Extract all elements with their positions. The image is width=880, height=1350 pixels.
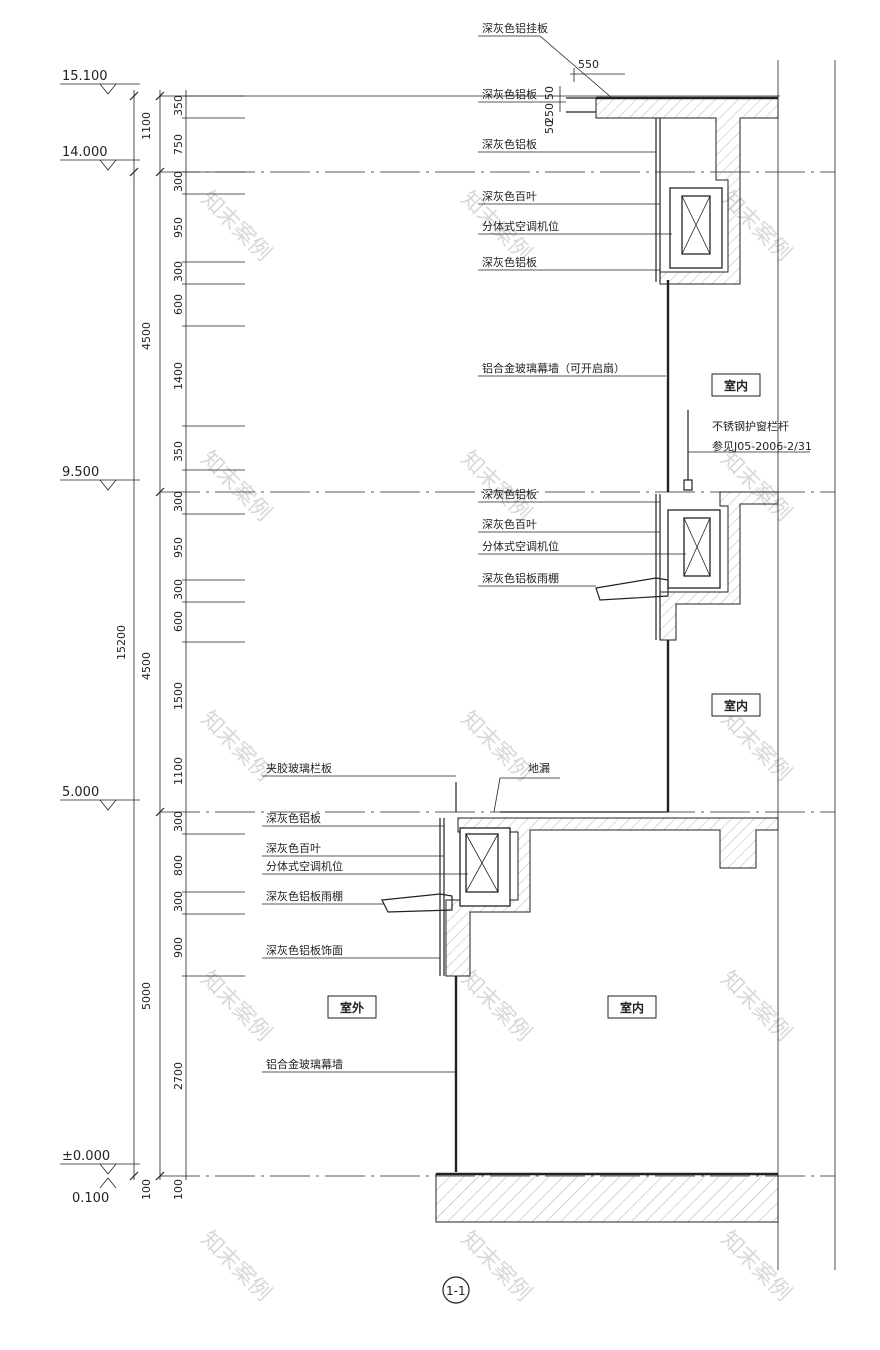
elevation-label: 14.000 <box>62 145 108 160</box>
label-ac: 分体式空调机位 <box>482 539 559 553</box>
ground-slab <box>435 1172 779 1223</box>
room-tags: 室内 室内 室内 室外 <box>327 373 761 1019</box>
label-panel: 深灰色铝板 <box>266 811 321 825</box>
dimension-label: 1100 <box>172 757 185 785</box>
watermark: 知末案例 <box>456 967 536 1047</box>
label-canopy: 深灰色铝板雨棚 <box>266 889 343 903</box>
dimension-label: 4500 <box>140 652 153 680</box>
label-ac: 分体式空调机位 <box>482 219 559 233</box>
room-label-indoor: 室内 <box>724 378 748 393</box>
dimension-label: 300 <box>172 811 185 832</box>
watermark: 知末案例 <box>196 187 276 267</box>
dimension-label: 300 <box>172 261 185 282</box>
label-panel: 深灰色铝板 <box>482 487 537 501</box>
dimension-label: 350 <box>172 441 185 462</box>
dimension-chains: 1100 4500 15200 4500 5000 100 350 750 30… <box>115 90 245 1200</box>
dimension-label: 2700 <box>172 1062 185 1090</box>
label-railing-ref: 参见J05-2006-2/31 <box>712 439 812 453</box>
watermark: 知末案例 <box>716 1227 796 1307</box>
dimension-label: 50 <box>543 120 556 134</box>
label-louver: 深灰色百叶 <box>482 189 537 203</box>
dimension-label: 300 <box>172 171 185 192</box>
dimension-label: 900 <box>172 937 185 958</box>
label-curtain-wall: 铝合金玻璃幕墙（可开启扇） <box>482 361 625 375</box>
dimension-label: 600 <box>172 294 185 315</box>
annotations: 深灰色铝挂板 深灰色铝板 深灰色铝板 深灰色百叶 分体式空调机位 深灰色铝板 铝… <box>266 21 812 1071</box>
elevation-label: ±0.000 <box>62 1149 110 1164</box>
watermark: 知末案例 <box>196 1227 276 1307</box>
watermark: 知末案例 <box>196 707 276 787</box>
dimension-label: 550 <box>578 58 599 71</box>
dimension-label: 1100 <box>140 112 153 140</box>
dimension-label: 950 <box>172 217 185 238</box>
label-panel: 深灰色铝板 <box>482 255 537 269</box>
watermark: 知末案例 <box>716 967 796 1047</box>
ac-units <box>459 187 723 907</box>
watermark: 知末案例 <box>716 707 796 787</box>
label-railing: 不锈钢护窗栏杆 <box>712 419 789 433</box>
facade-lines <box>381 96 778 1172</box>
dimension-label: 1500 <box>172 682 185 710</box>
label-panel: 深灰色铝板 <box>482 137 537 151</box>
room-label-indoor: 室内 <box>724 698 748 713</box>
watermark-layer: 知末案例 知末案例 知末案例 知末案例 知末案例 知末案例 知末案例 知末案例 … <box>196 187 796 1307</box>
dimension-label: 1400 <box>172 362 185 390</box>
dimension-label: 600 <box>172 611 185 632</box>
dimension-label: 250 <box>543 103 556 124</box>
dimension-label: 100 <box>172 1179 185 1200</box>
label-louver: 深灰色百叶 <box>482 517 537 531</box>
dimension-label: 100 <box>140 1179 153 1200</box>
dimension-label: 4500 <box>140 322 153 350</box>
leader-lines <box>262 35 810 1073</box>
dimension-label: 300 <box>172 579 185 600</box>
label-slab-edge: 深灰色铝挂板 <box>482 21 548 35</box>
dimension-label: 300 <box>172 491 185 512</box>
dimension-label: 300 <box>172 891 185 912</box>
room-label-indoor: 室内 <box>620 1000 644 1015</box>
label-ac: 分体式空调机位 <box>266 859 343 873</box>
watermark: 知末案例 <box>196 447 276 527</box>
elevation-label: 5.000 <box>62 785 99 800</box>
label-canopy: 深灰色铝板雨棚 <box>482 571 559 585</box>
top-dimension: 550 50 250 50 <box>543 58 625 134</box>
label-glass-rail: 夹胶玻璃栏板 <box>266 761 332 775</box>
dimension-label: 15200 <box>115 625 128 660</box>
label-floor-drain: 地漏 <box>528 762 550 775</box>
elevation-label: 0.100 <box>72 1191 109 1206</box>
dimension-label: 50 <box>543 86 556 100</box>
room-label-outdoor: 室外 <box>340 1000 364 1015</box>
watermark: 知末案例 <box>456 707 536 787</box>
label-panel-finish: 深灰色铝板饰面 <box>266 943 343 957</box>
elevation-label: 15.100 <box>62 69 108 84</box>
label-louver: 深灰色百叶 <box>266 841 321 855</box>
concrete-slabs <box>445 97 779 977</box>
elevation-markers: 15.100 14.000 9.500 5.000 ±0.000 0.100 <box>60 69 140 1206</box>
label-curtain-wall: 铝合金玻璃幕墙 <box>266 1057 343 1071</box>
watermark: 知末案例 <box>456 447 536 527</box>
dimension-label: 750 <box>172 134 185 155</box>
dimension-label: 950 <box>172 537 185 558</box>
dimension-label: 800 <box>172 855 185 876</box>
dimension-label: 350 <box>172 95 185 116</box>
elevation-label: 9.500 <box>62 465 99 480</box>
label-panel: 深灰色铝板 <box>482 87 537 101</box>
watermark: 知末案例 <box>196 967 276 1047</box>
section-marker: 1-1 <box>442 1276 470 1304</box>
structure-verticals <box>777 60 836 1270</box>
dimension-label: 5000 <box>140 982 153 1010</box>
section-label: 1-1 <box>446 1284 466 1298</box>
